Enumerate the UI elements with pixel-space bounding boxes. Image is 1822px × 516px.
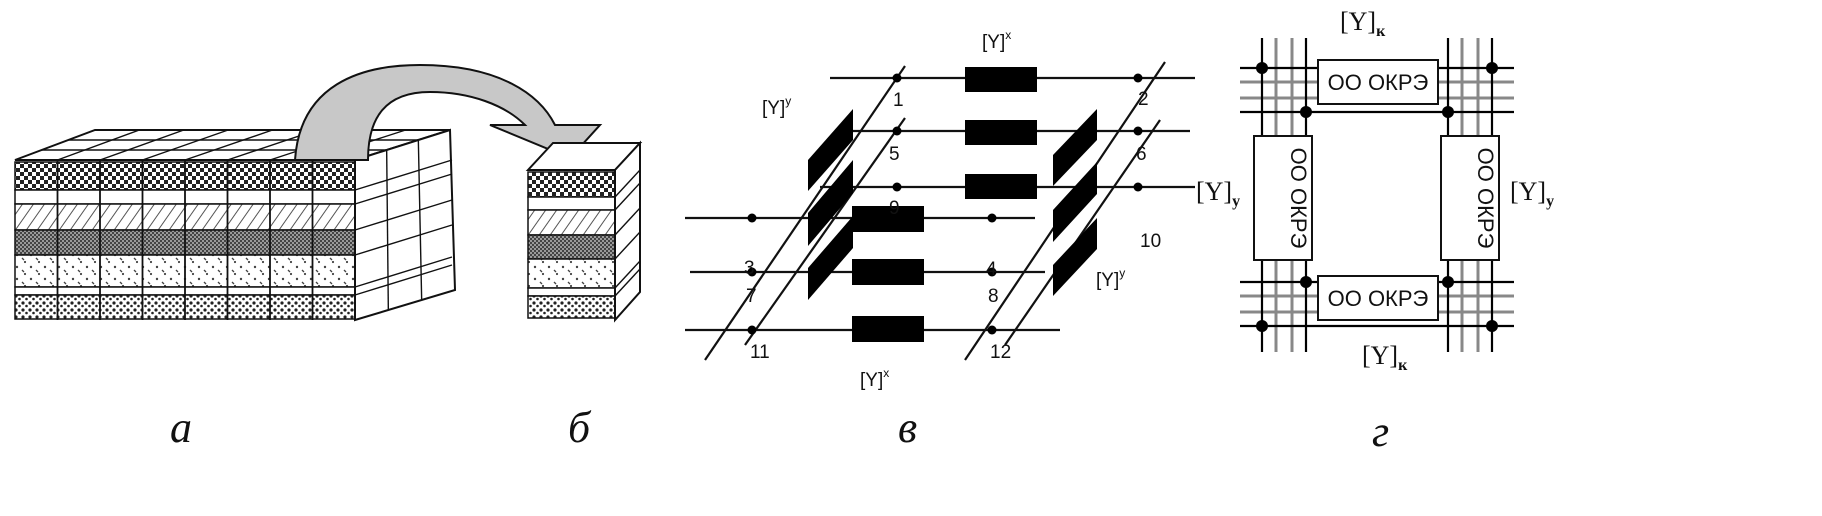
lattice-nodes [747,73,1143,335]
element-y-right-1 [1053,109,1097,186]
okre-boxes [1253,59,1500,321]
panel-v-lattice: 1 2 3 4 5 6 7 8 9 10 11 12 [Y]x [Y]y [Y]… [685,28,1195,391]
element-x-low [965,174,1037,199]
schematic-nodes [1256,62,1498,332]
label-yk-bottom: [Y]к [1362,341,1408,374]
label-yk-top: [Y]к [1340,7,1386,40]
node-number-10: 10 [1140,231,1161,252]
label-yu-right: [Y]у [1510,177,1554,210]
caption-b: б [568,403,592,452]
extraction-arrow [293,63,603,161]
panel-g-schematic: ОО ОКРЭ ОО ОКРЭ ОО ОКРЭ ОО ОКРЭ [Y]к [Y]… [1196,7,1554,374]
panel-a-layered-block [14,128,457,322]
box-left-label: ОО ОКРЭ [1286,148,1311,249]
column-side-grid [614,169,641,297]
box-top [1317,59,1439,105]
node-number-4: 4 [986,259,997,280]
node-number-1: 1 [893,90,904,111]
node-number-9: 9 [889,198,900,219]
label-yu-left: [Y]у [1196,177,1240,210]
node-number-11: 11 [750,342,770,363]
box-top-label: ОО ОКРЭ [1328,70,1429,95]
element-y-right-2 [1053,162,1097,242]
label-y-y-left: [Y]y [762,94,791,119]
box-left [1253,135,1313,261]
box-right [1440,135,1500,261]
element-y-left-1 [808,109,853,191]
node-number-6: 6 [1136,144,1147,165]
node-number-7: 7 [746,286,757,307]
node-number-2: 2 [1138,89,1149,110]
element-x-top [965,67,1037,92]
element-x-front-1 [852,206,924,232]
element-x-front-3 [852,316,924,342]
caption-g: г [1372,407,1389,456]
node-number-5: 5 [889,144,900,165]
box-bottom-label: ОО ОКРЭ [1328,286,1429,311]
caption-v: в [898,403,917,452]
label-y-y-right: [Y]y [1096,266,1125,291]
block-side-grid [354,139,453,311]
node-number-12: 12 [990,342,1011,363]
label-y-x-bottom: [Y]x [860,366,889,391]
label-y-x-top: [Y]x [982,28,1011,53]
element-x-mid [965,120,1037,145]
element-x-front-2 [852,259,924,285]
element-y-right-3 [1053,218,1097,296]
element-y-left-3 [808,216,853,300]
node-number-8: 8 [988,286,999,307]
box-bottom [1317,275,1439,321]
box-right-label: ОО ОКРЭ [1473,148,1498,249]
block-front-columns [56,160,314,320]
node-number-3: 3 [744,258,755,279]
lattice-elements [808,67,1097,342]
caption-a: а [170,403,192,452]
element-y-left-2 [808,160,853,246]
panel-b-column [525,140,643,323]
